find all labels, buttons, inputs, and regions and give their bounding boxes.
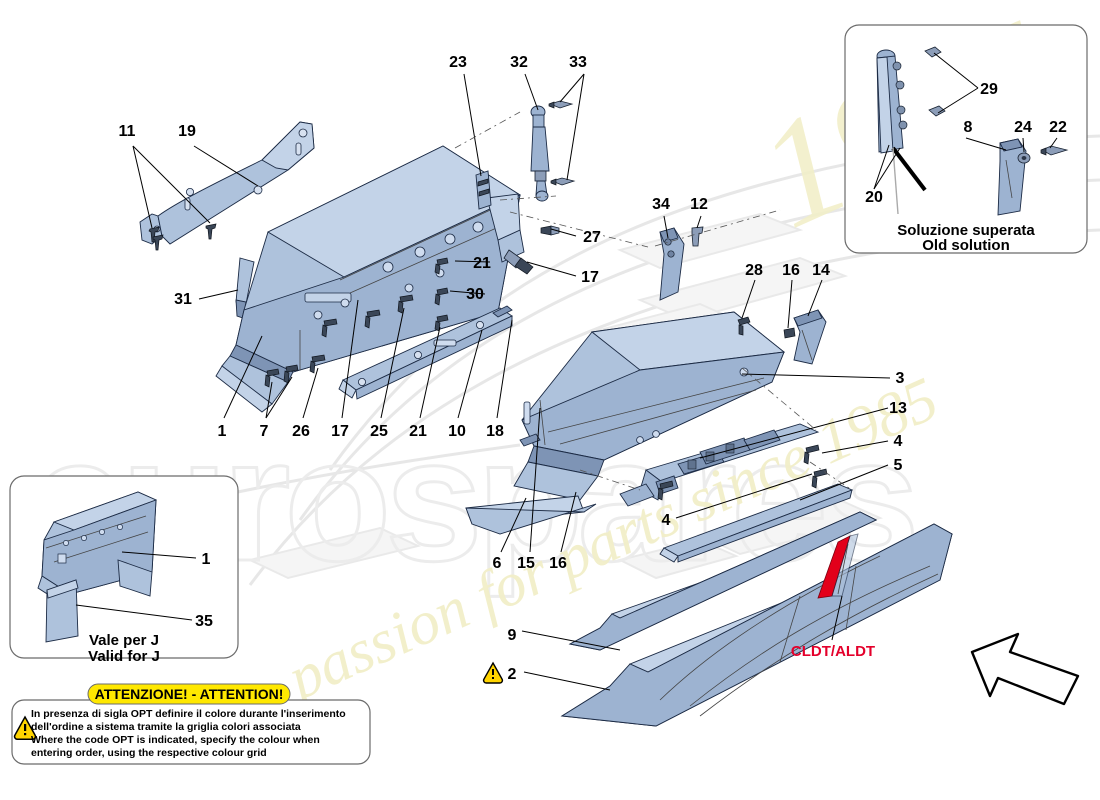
callout-30: 30 bbox=[466, 286, 484, 303]
part-trim-9 bbox=[568, 511, 878, 651]
part-trim-34 bbox=[659, 227, 685, 301]
attention-badge-label: ATTENZIONE! - ATTENTION! bbox=[95, 686, 284, 702]
callout-6: 6 bbox=[493, 555, 502, 572]
callout-3: 3 bbox=[896, 370, 905, 387]
callout-12: 12 bbox=[690, 196, 708, 213]
fastener-group-21 bbox=[434, 257, 449, 332]
fastener-30 bbox=[434, 287, 449, 306]
callout-34: 34 bbox=[652, 196, 670, 213]
inset-j-callout-35: 35 bbox=[195, 613, 213, 630]
fastener-22 bbox=[1040, 145, 1069, 156]
callout-2: 2 bbox=[508, 666, 517, 683]
inset-title-italian: Soluzione superata bbox=[897, 222, 1035, 239]
part-strip-5 bbox=[659, 483, 854, 563]
inset-j-title-italian: Vale per J bbox=[89, 632, 159, 649]
inset-j-title-english: Valid for J bbox=[88, 648, 160, 665]
callout-19: 19 bbox=[178, 123, 196, 140]
callout-numbers: 11 19 23 32 33 31 27 21 17 30 34 12 28 1… bbox=[119, 54, 907, 683]
callout-14: 14 bbox=[812, 262, 830, 279]
part-strut-20 bbox=[876, 49, 927, 215]
fastener-group-29 bbox=[924, 46, 946, 117]
fastener-28 bbox=[737, 316, 751, 336]
inset-callout-22: 22 bbox=[1049, 119, 1067, 136]
inset-callout-24: 24 bbox=[1014, 119, 1032, 136]
callout-4-right: 4 bbox=[894, 433, 903, 450]
part-glovebox-lid-2 bbox=[560, 523, 954, 727]
part-gas-strut-32 bbox=[530, 105, 550, 202]
attention-line-en-2: entering order, using the respective col… bbox=[31, 747, 267, 759]
callout-4-center: 4 bbox=[662, 512, 671, 529]
fastener-24 bbox=[1017, 152, 1031, 164]
callout-31: 31 bbox=[174, 291, 192, 308]
callout-32: 32 bbox=[510, 54, 528, 71]
direction-arrow-icon bbox=[970, 632, 1080, 706]
part-hinge-23 bbox=[475, 170, 492, 210]
part-bracket-19 bbox=[139, 121, 315, 245]
part-glovebox-j-1 bbox=[37, 491, 158, 607]
inset-valid-for-j: 1 35 Vale per J Valid for J bbox=[9, 475, 239, 665]
attention-line-en-1: Where the code OPT is indicated, specify… bbox=[31, 734, 320, 746]
leader-lines bbox=[132, 73, 891, 691]
fastener-27 bbox=[540, 225, 560, 236]
inset-callout-20: 20 bbox=[865, 189, 883, 206]
callout-18: 18 bbox=[486, 423, 504, 440]
part-trim-14 bbox=[793, 309, 827, 365]
fastener-16 bbox=[783, 327, 796, 339]
warning-triangle-icon bbox=[13, 715, 37, 741]
fastener-17 bbox=[503, 249, 534, 275]
callout-1-main: 1 bbox=[218, 423, 227, 440]
warning-triangle-icon-callout2 bbox=[482, 661, 504, 684]
callout-21-lower: 21 bbox=[409, 423, 427, 440]
part-rail-18 bbox=[338, 305, 513, 400]
fastener-12 bbox=[691, 226, 704, 247]
callout-23: 23 bbox=[449, 54, 467, 71]
callout-15: 15 bbox=[517, 555, 535, 572]
callout-16-lower: 16 bbox=[549, 555, 567, 572]
inset-title-english: Old solution bbox=[922, 237, 1010, 254]
callout-13: 13 bbox=[889, 400, 907, 417]
callout-9: 9 bbox=[508, 627, 517, 644]
inset-old-solution: 29 8 24 22 20 Soluzione superata Old sol… bbox=[844, 24, 1088, 254]
callout-17-lower: 17 bbox=[331, 423, 349, 440]
inset-callout-29: 29 bbox=[980, 81, 998, 98]
callout-25: 25 bbox=[370, 423, 388, 440]
colour-code-label: CLDT/ALDT bbox=[791, 643, 875, 660]
assembly-axis-dashed bbox=[454, 111, 853, 491]
callout-7: 7 bbox=[260, 423, 269, 440]
fastener-group-11 bbox=[148, 223, 217, 251]
part-cover-35 bbox=[45, 579, 79, 643]
part-glovebox-bin bbox=[465, 311, 786, 535]
callout-33: 33 bbox=[569, 54, 587, 71]
fastener-group-33 bbox=[548, 100, 576, 186]
fastener-group-4 bbox=[657, 444, 828, 501]
callout-21-upper: 21 bbox=[473, 255, 491, 272]
attention-line-it-1: In presenza di sigla OPT definire il col… bbox=[31, 708, 346, 720]
callout-5: 5 bbox=[894, 457, 903, 474]
callout-10: 10 bbox=[448, 423, 466, 440]
callout-17-upper: 17 bbox=[581, 269, 599, 286]
callout-11: 11 bbox=[119, 123, 136, 140]
callout-16-upper: 16 bbox=[782, 262, 800, 279]
attention-line-it-2: dell'ordine a sistema tramite la griglia… bbox=[31, 721, 301, 733]
fastener-group-7-26 bbox=[264, 294, 414, 388]
attention-box: ATTENZIONE! - ATTENTION! In presenza di … bbox=[11, 683, 371, 765]
callout-28: 28 bbox=[745, 262, 763, 279]
callout-27: 27 bbox=[583, 229, 601, 246]
callout-26: 26 bbox=[292, 423, 310, 440]
inset-j-callout-1: 1 bbox=[202, 551, 211, 568]
inset-callout-8: 8 bbox=[964, 119, 973, 136]
